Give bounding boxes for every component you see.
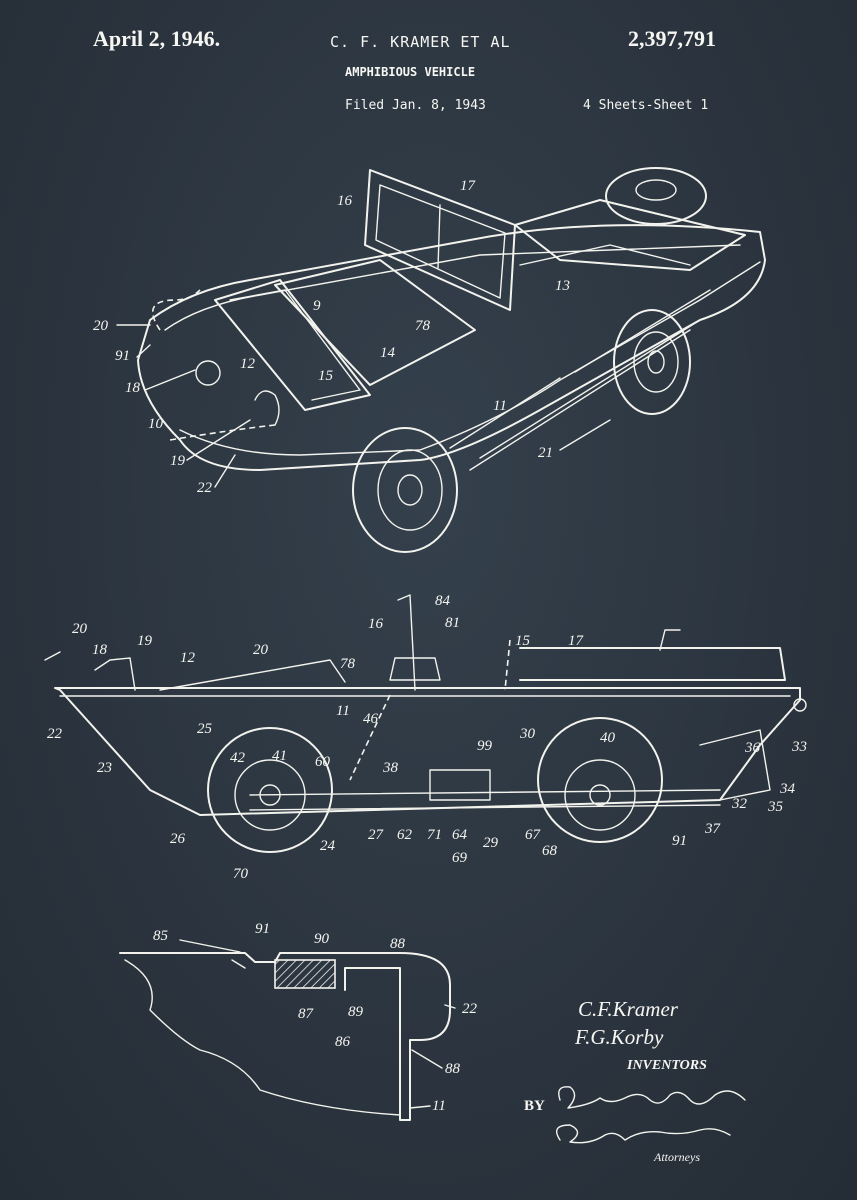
svg-text:60: 60 (315, 754, 331, 770)
svg-text:37: 37 (704, 821, 722, 837)
svg-text:12: 12 (240, 356, 256, 372)
svg-text:67: 67 (525, 827, 542, 843)
svg-text:85: 85 (153, 928, 169, 944)
svg-text:14: 14 (380, 345, 396, 361)
svg-text:24: 24 (320, 838, 336, 854)
svg-text:36: 36 (744, 740, 761, 756)
svg-text:23: 23 (97, 760, 112, 776)
svg-text:22: 22 (462, 1001, 478, 1017)
svg-text:40: 40 (600, 730, 616, 746)
svg-text:11: 11 (493, 398, 507, 414)
inventor-names: C. F. KRAMER ET AL (330, 33, 511, 51)
svg-text:88: 88 (390, 936, 406, 952)
filing-date: Filed Jan. 8, 1943 (345, 98, 486, 113)
svg-text:32: 32 (731, 796, 748, 812)
svg-text:22: 22 (47, 726, 63, 742)
inventors-label: INVENTORS (627, 1058, 707, 1073)
svg-text:91: 91 (115, 348, 130, 364)
svg-text:12: 12 (180, 650, 196, 666)
svg-text:78: 78 (415, 318, 431, 334)
svg-text:86: 86 (335, 1034, 351, 1050)
svg-text:21: 21 (538, 445, 553, 461)
svg-text:38: 38 (382, 760, 399, 776)
svg-text:62: 62 (397, 827, 413, 843)
svg-text:20: 20 (72, 621, 88, 637)
svg-text:22: 22 (197, 480, 213, 496)
figure-3-section-view: 85 91 90 88 87 89 86 22 88 11 (119, 921, 478, 1121)
patent-title: AMPHIBIOUS VEHICLE (345, 65, 476, 79)
sheet-count: 4 Sheets-Sheet 1 (583, 98, 709, 113)
svg-text:99: 99 (477, 738, 493, 754)
attorneys-label: Attorneys (654, 1150, 700, 1164)
svg-text:16: 16 (368, 616, 384, 632)
svg-text:18: 18 (125, 380, 141, 396)
svg-text:41: 41 (272, 748, 287, 764)
svg-text:11: 11 (336, 703, 350, 719)
svg-text:68: 68 (542, 843, 558, 859)
svg-text:25: 25 (197, 721, 213, 737)
svg-text:84: 84 (435, 593, 451, 609)
svg-text:16: 16 (337, 193, 353, 209)
svg-text:20: 20 (253, 642, 269, 658)
svg-text:35: 35 (767, 799, 784, 815)
svg-text:91: 91 (672, 833, 687, 849)
svg-text:27: 27 (368, 827, 385, 843)
svg-text:90: 90 (314, 931, 330, 947)
svg-text:87: 87 (298, 1006, 315, 1022)
svg-text:15: 15 (515, 633, 531, 649)
figure-1-perspective-view: 16 17 13 20 9 78 91 12 14 15 18 10 11 19… (93, 167, 766, 553)
svg-text:88: 88 (445, 1061, 461, 1077)
svg-text:64: 64 (452, 827, 468, 843)
svg-text:70: 70 (233, 866, 249, 882)
svg-text:46: 46 (363, 711, 379, 727)
svg-text:20: 20 (93, 318, 109, 334)
svg-text:19: 19 (137, 633, 153, 649)
svg-text:89: 89 (348, 1004, 364, 1020)
patent-number: 2,397,791 (628, 26, 716, 51)
svg-text:26: 26 (170, 831, 186, 847)
svg-text:18: 18 (92, 642, 108, 658)
svg-text:78: 78 (340, 656, 356, 672)
svg-text:91: 91 (255, 921, 270, 937)
svg-text:33: 33 (791, 739, 807, 755)
svg-text:29: 29 (483, 835, 499, 851)
svg-text:71: 71 (427, 827, 442, 843)
svg-text:30: 30 (519, 726, 536, 742)
attorney-signatures (556, 1086, 746, 1144)
svg-text:81: 81 (445, 615, 460, 631)
svg-text:17: 17 (568, 633, 585, 649)
inventor-2-signature: F.G.Korby (575, 1025, 664, 1049)
svg-text:42: 42 (230, 750, 246, 766)
svg-text:11: 11 (432, 1098, 446, 1114)
svg-text:34: 34 (779, 781, 796, 797)
inventor-1-signature: C.F.Kramer (578, 997, 678, 1021)
patent-date: April 2, 1946. (93, 26, 221, 51)
svg-text:69: 69 (452, 850, 468, 866)
svg-text:13: 13 (555, 278, 570, 294)
svg-text:10: 10 (148, 416, 164, 432)
svg-text:15: 15 (318, 368, 334, 384)
svg-text:17: 17 (460, 178, 477, 194)
by-label: BY (524, 1098, 545, 1114)
svg-text:19: 19 (170, 453, 186, 469)
svg-text:9: 9 (313, 298, 321, 314)
